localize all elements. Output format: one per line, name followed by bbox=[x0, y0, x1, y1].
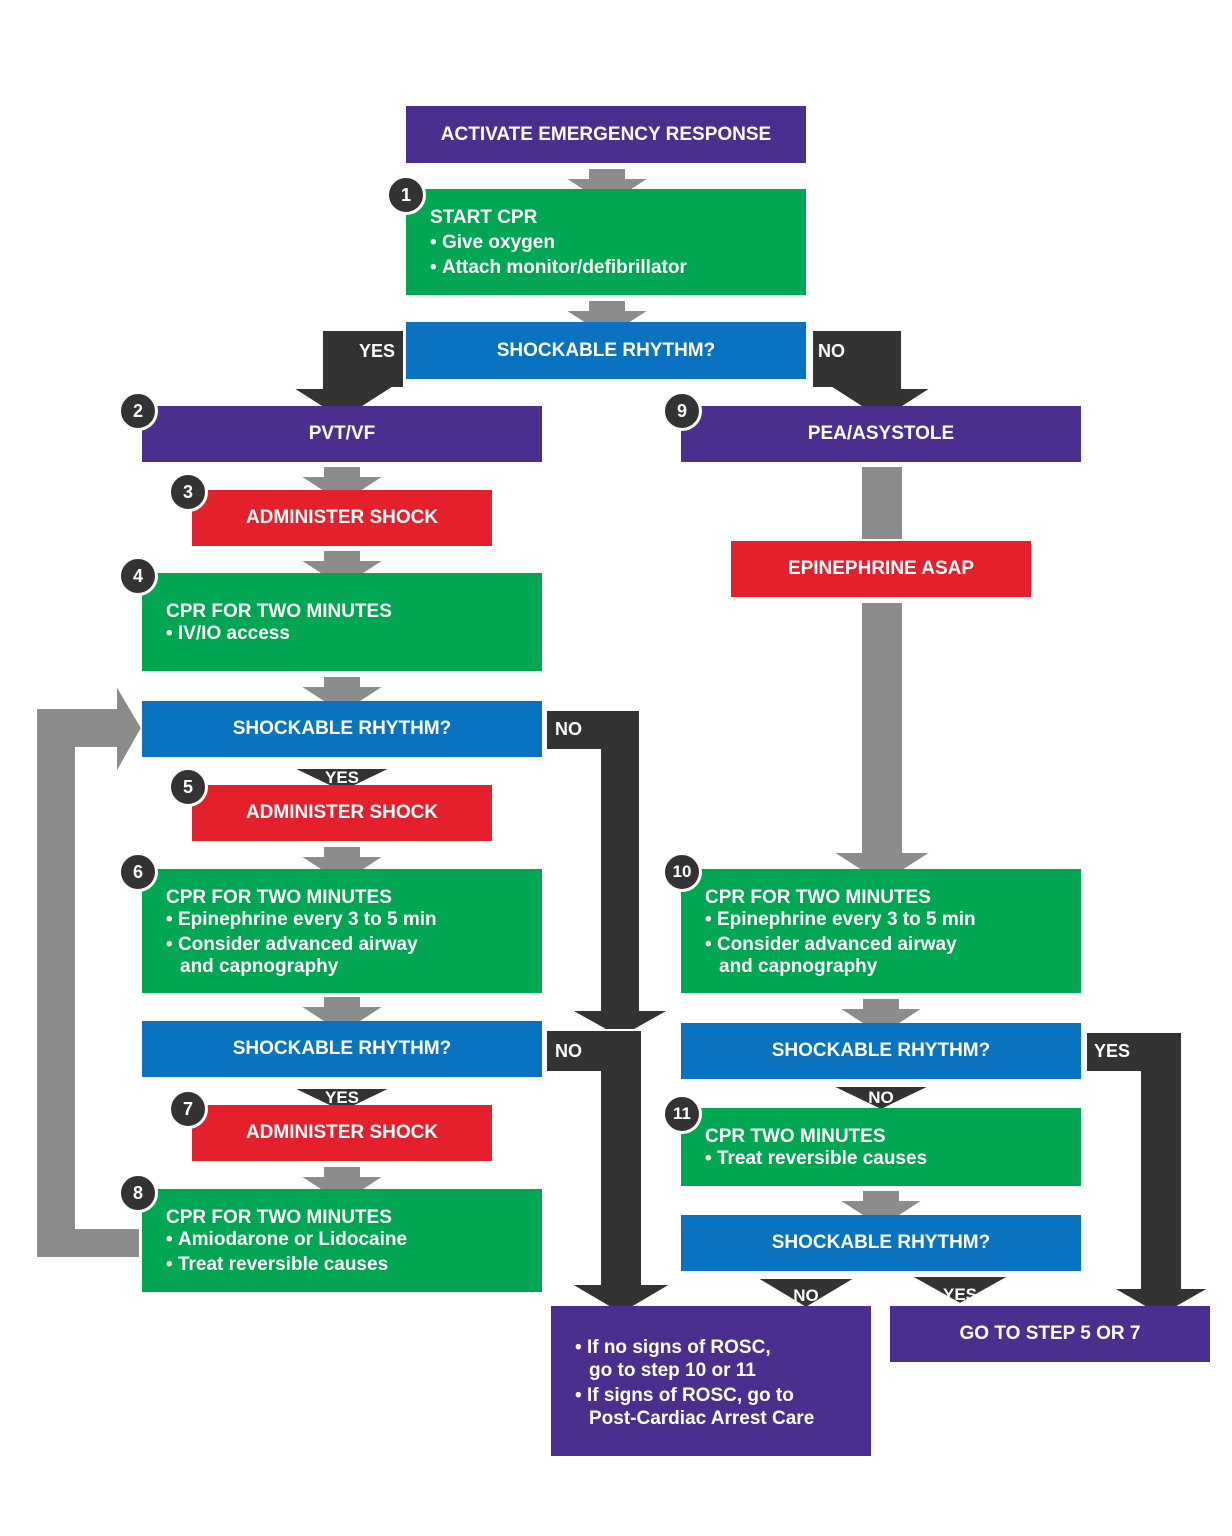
rosc-item-signs: If signs of ROSC, go to bbox=[575, 1384, 871, 1407]
arrow-no-to-pea bbox=[811, 329, 936, 422]
cpr6-item-epinephrine: Epinephrine every 3 to 5 min bbox=[166, 909, 542, 931]
activate-label: ACTIVATE EMERGENCY RESPONSE bbox=[440, 123, 772, 145]
step-badge-10: 10 bbox=[662, 852, 702, 892]
step-badge-4: 4 bbox=[118, 556, 158, 596]
rosc-outcome-box: If no signs of ROSC, go to step 10 or 11… bbox=[551, 1306, 871, 1456]
yes-label-shock5: YES bbox=[324, 768, 360, 787]
cpr-two-minutes-box-4: CPR FOR TWO MINUTES IV/IO access bbox=[142, 573, 542, 671]
cpr-two-minutes-box-8: CPR FOR TWO MINUTES Amiodarone or Lidoca… bbox=[142, 1189, 542, 1292]
cpr10-item-epinephrine: Epinephrine every 3 to 5 min bbox=[705, 909, 1081, 931]
epinephrine-asap-box: EPINEPHRINE ASAP bbox=[731, 541, 1031, 597]
arrow-no-from-shockable2 bbox=[545, 709, 674, 1040]
yes-label-shock7: YES bbox=[324, 1088, 360, 1107]
shockable-rhythm-decision-2: SHOCKABLE RHYTHM? bbox=[142, 701, 542, 757]
start-cpr-item-monitor: Attach monitor/defibrillator bbox=[430, 255, 806, 280]
cpr-two-minutes-box-6: CPR FOR TWO MINUTES Epinephrine every 3 … bbox=[142, 869, 542, 993]
shockable-rhythm-decision-1: SHOCKABLE RHYTHM? bbox=[406, 322, 806, 379]
pea-asystole-label: PEA/ASYSTOLE bbox=[807, 423, 955, 444]
step-badge-11: 11 bbox=[662, 1094, 702, 1134]
shockable-rhythm-label: SHOCKABLE RHYTHM? bbox=[771, 1232, 991, 1253]
cpr10-item-airway: Consider advanced airway bbox=[705, 934, 1081, 956]
arrow-pea-to-epinephrine bbox=[860, 465, 904, 541]
cpr4-title: CPR FOR TWO MINUTES bbox=[166, 601, 392, 622]
start-cpr-item-oxygen: Give oxygen bbox=[430, 230, 806, 255]
step-badge-9: 9 bbox=[662, 391, 702, 431]
arrow-yes-to-pvt bbox=[288, 329, 405, 422]
arrow-loop-back bbox=[35, 680, 144, 1259]
administer-shock-box-3: ADMINISTER SHOCK bbox=[192, 490, 492, 546]
administer-shock-box-5: ADMINISTER SHOCK bbox=[192, 785, 492, 841]
arrow-cpr6-to-shockable3 bbox=[295, 995, 389, 1036]
pea-asystole-box: PEA/ASYSTOLE bbox=[681, 406, 1081, 462]
no-label-shockable3: NO bbox=[555, 1041, 582, 1061]
arrow-yes-from-shockable4 bbox=[1085, 1031, 1214, 1318]
yes-label-goto: YES bbox=[942, 1285, 978, 1304]
step-badge-1: 1 bbox=[386, 175, 426, 215]
yes-label-shockable4: YES bbox=[1094, 1041, 1131, 1061]
shockable-rhythm-decision-5: SHOCKABLE RHYTHM? bbox=[681, 1215, 1081, 1271]
administer-shock-label: ADMINISTER SHOCK bbox=[245, 1122, 439, 1143]
pvt-vf-box: PVT/VF bbox=[142, 406, 542, 462]
shockable-rhythm-label: SHOCKABLE RHYTHM? bbox=[771, 1040, 991, 1061]
start-cpr-title: START CPR bbox=[430, 207, 538, 228]
shockable-rhythm-label: SHOCKABLE RHYTHM? bbox=[232, 718, 452, 739]
cpr8-item-reversible: Treat reversible causes bbox=[166, 1254, 542, 1276]
rosc-item-no-signs: If no signs of ROSC, bbox=[575, 1336, 871, 1359]
arrow-no-to-cpr11 bbox=[830, 1085, 932, 1112]
cpr11-item-reversible: Treat reversible causes bbox=[705, 1148, 1081, 1170]
yes-label-pvt: YES bbox=[359, 341, 396, 361]
arrow-cpr11-to-shockable5 bbox=[834, 1189, 928, 1230]
administer-shock-label: ADMINISTER SHOCK bbox=[245, 507, 439, 528]
arrow-no-from-shockable3 bbox=[545, 1029, 676, 1316]
arrow-cpr4-to-shockable2 bbox=[295, 675, 389, 716]
cpr10-item-airway-cont: and capnography bbox=[719, 956, 878, 977]
administer-shock-label: ADMINISTER SHOCK bbox=[245, 802, 439, 823]
shockable-rhythm-label: SHOCKABLE RHYTHM? bbox=[496, 339, 716, 361]
shockable-rhythm-label: SHOCKABLE RHYTHM? bbox=[232, 1038, 452, 1059]
activate-emergency-response-box: ACTIVATE EMERGENCY RESPONSE bbox=[406, 106, 806, 163]
cpr6-item-airway-cont: and capnography bbox=[180, 956, 339, 977]
arrow-epinephrine-to-cpr10 bbox=[828, 601, 936, 886]
go-to-step-box: GO TO STEP 5 OR 7 bbox=[890, 1306, 1210, 1362]
arrow-cpr10-to-shockable4 bbox=[834, 997, 928, 1038]
administer-shock-box-7: ADMINISTER SHOCK bbox=[192, 1105, 492, 1161]
shockable-rhythm-decision-3: SHOCKABLE RHYTHM? bbox=[142, 1021, 542, 1077]
cpr8-title: CPR FOR TWO MINUTES bbox=[166, 1207, 392, 1228]
no-label-shockable2: NO bbox=[555, 719, 582, 739]
cpr-two-minutes-box-10: CPR FOR TWO MINUTES Epinephrine every 3 … bbox=[681, 869, 1081, 993]
rosc-item-no-signs-cont: go to step 10 or 11 bbox=[589, 1360, 756, 1381]
cpr11-title: CPR TWO MINUTES bbox=[705, 1126, 886, 1147]
step-badge-3: 3 bbox=[168, 472, 208, 512]
arrow-yes-to-shock7 bbox=[291, 1087, 393, 1114]
no-label-pea: NO bbox=[818, 341, 845, 361]
no-label-cpr11: NO bbox=[868, 1088, 894, 1107]
cpr4-item-iv-io: IV/IO access bbox=[166, 623, 542, 645]
cpr10-title: CPR FOR TWO MINUTES bbox=[705, 887, 931, 908]
arrow-yes-to-shock5 bbox=[291, 767, 393, 794]
rosc-item-signs-cont: Post-Cardiac Arrest Care bbox=[589, 1408, 815, 1429]
arrow-no-to-final bbox=[752, 1277, 860, 1310]
pvt-vf-label: PVT/VF bbox=[308, 423, 376, 444]
step-badge-8: 8 bbox=[118, 1173, 158, 1213]
shockable-rhythm-decision-4: SHOCKABLE RHYTHM? bbox=[681, 1023, 1081, 1079]
step-badge-2: 2 bbox=[118, 391, 158, 431]
cpr6-title: CPR FOR TWO MINUTES bbox=[166, 887, 392, 908]
no-label-final: NO bbox=[793, 1286, 819, 1305]
start-cpr-box: START CPR Give oxygen Attach monitor/def… bbox=[406, 189, 806, 295]
cpr8-item-amiodarone: Amiodarone or Lidocaine bbox=[166, 1229, 542, 1251]
epinephrine-asap-label: EPINEPHRINE ASAP bbox=[787, 558, 975, 579]
step-badge-7: 7 bbox=[168, 1089, 208, 1129]
step-badge-6: 6 bbox=[118, 852, 158, 892]
cpr6-item-airway: Consider advanced airway bbox=[166, 934, 542, 956]
step-badge-5: 5 bbox=[168, 767, 208, 807]
go-to-step-label: GO TO STEP 5 OR 7 bbox=[959, 1323, 1141, 1344]
cpr-two-minutes-box-11: CPR TWO MINUTES Treat reversible causes bbox=[681, 1108, 1081, 1186]
arrow-yes-to-goto bbox=[906, 1275, 1014, 1306]
